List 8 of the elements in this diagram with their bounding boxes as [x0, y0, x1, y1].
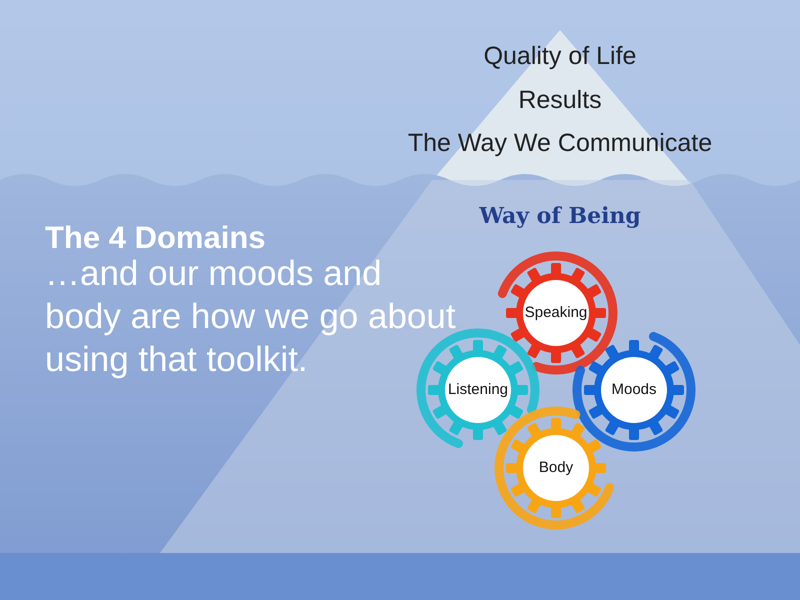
pyramid-label: Quality of Life [484, 41, 636, 72]
section-label: Way of Being [478, 202, 642, 231]
gear-label: Body [538, 458, 574, 478]
gear-label: Speaking [524, 302, 588, 323]
pyramid-label: The Way We Communicate [408, 128, 712, 159]
pyramid-label: Results [518, 84, 602, 116]
gear-label: Listening [448, 380, 508, 400]
gear-label: Moods [611, 380, 657, 400]
